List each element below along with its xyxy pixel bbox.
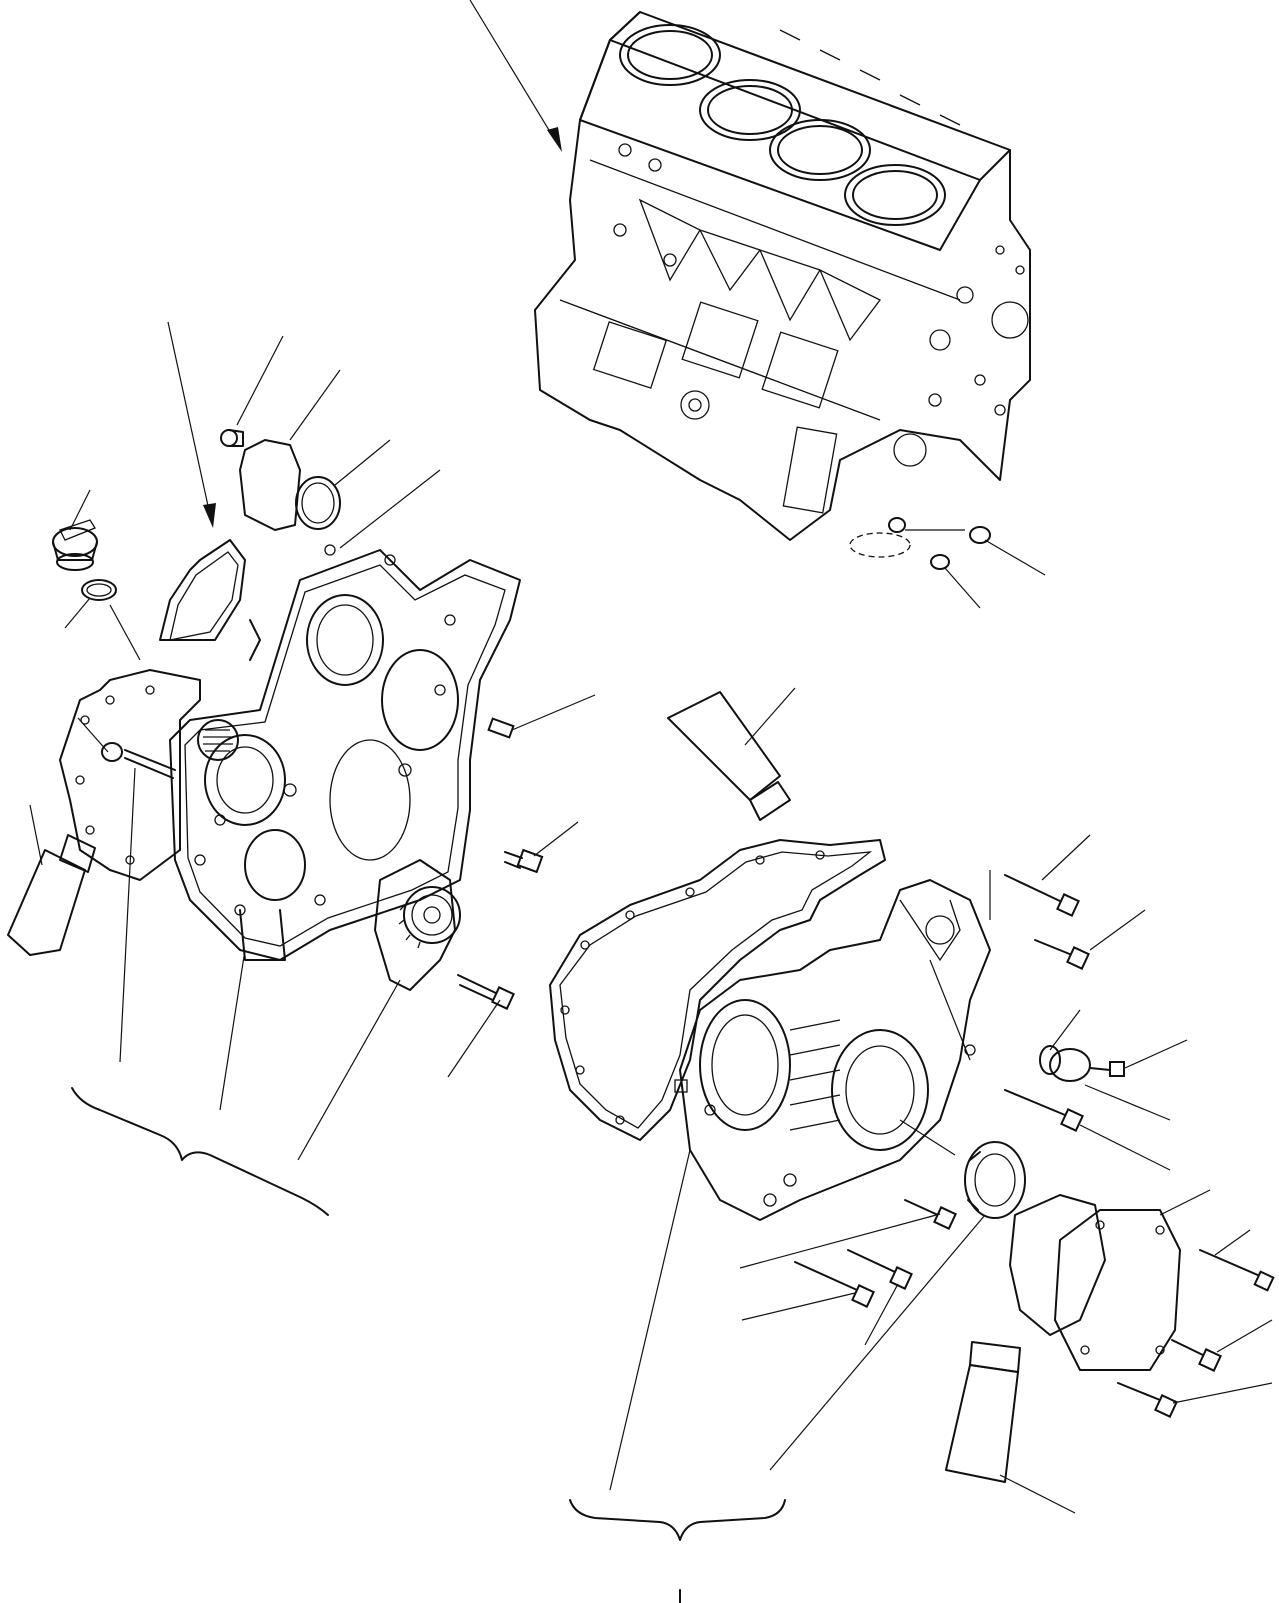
bolt-right-7 <box>1199 1249 1275 1292</box>
gasket-pointer-arrow <box>167 321 216 528</box>
assembly-brace-left <box>71 1087 329 1216</box>
bolt-right-4 <box>904 1199 957 1230</box>
leader-lines-right <box>609 687 1273 1514</box>
bolt-right-3 <box>1004 1089 1084 1132</box>
gasket-left-upper <box>159 539 261 661</box>
dowel-pin-left <box>487 717 515 739</box>
bolt-right-1 <box>1004 874 1080 917</box>
cover-plate-top <box>220 429 341 556</box>
bolt-right-5 <box>794 1261 875 1308</box>
sealant-tube-right-bottom <box>945 1341 1021 1483</box>
gasket-right-large <box>549 839 886 1141</box>
bolt-right-8 <box>1171 1339 1222 1372</box>
gasket-left-outer <box>59 669 201 881</box>
gear-case-right <box>674 879 991 1221</box>
bolt-left-2 <box>504 848 544 874</box>
cylinder-block <box>534 11 1031 558</box>
bolt-right-6 <box>847 1249 913 1290</box>
bolt-right-9 <box>1117 1382 1178 1418</box>
oil-filler-cap <box>52 519 98 571</box>
gasket-rear-cover <box>1009 1194 1106 1336</box>
block-seal-parts <box>888 517 1046 609</box>
gear-housing-left <box>169 549 521 961</box>
bolt-left-1 <box>457 974 515 1010</box>
assembly-brace-right <box>569 1499 786 1603</box>
rear-cover-plate <box>1054 1209 1181 1371</box>
leader-lines-left <box>29 335 596 1161</box>
sealant-tube-right-top <box>667 691 791 821</box>
sealant-tube-left <box>7 834 96 956</box>
retainer-plate <box>1039 1045 1125 1082</box>
block-pointer-arrow <box>469 0 562 152</box>
o-ring-filler <box>81 579 117 601</box>
stud-bolt-left <box>101 742 176 779</box>
bolt-right-2 <box>1034 939 1090 970</box>
oil-pump-gear <box>374 859 461 991</box>
oil-seal-right <box>964 1141 1026 1219</box>
